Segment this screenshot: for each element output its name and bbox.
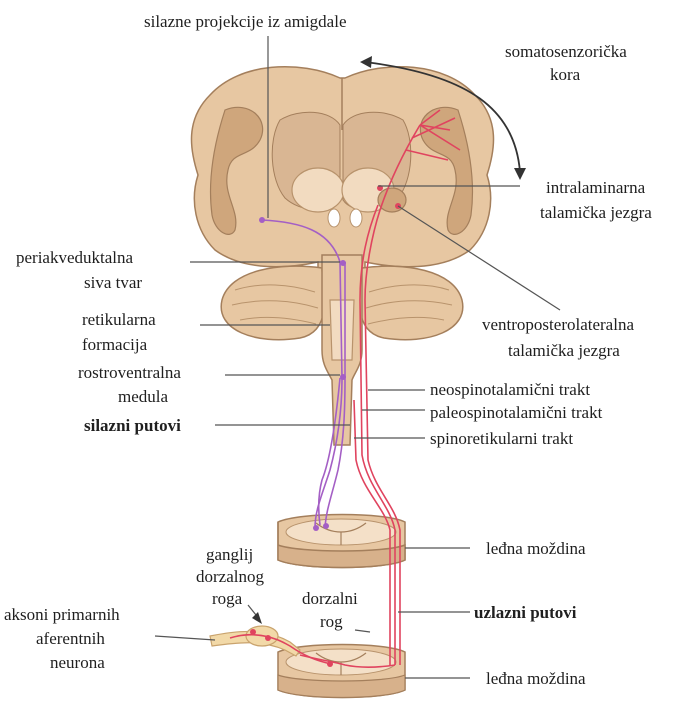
label-drg-2: dorzalnog — [196, 567, 264, 586]
label-descending-paths: silazni putovi — [84, 416, 181, 435]
label-periaqueductal-2: siva tvar — [84, 273, 142, 292]
label-ascending-paths: uzlazni putovi — [474, 603, 577, 622]
label-primary-afferent-3: neurona — [50, 653, 105, 672]
label-paleospinothalamic: paleospinotalamični trakt — [430, 403, 603, 422]
arrowhead-down — [514, 168, 526, 180]
label-primary-afferent-1: aksoni primarnih — [4, 605, 120, 624]
label-spinal-cord-lower: leđna moždina — [486, 669, 586, 688]
label-rvm-1: rostroventralna — [78, 363, 181, 382]
label-reticular-1: retikularna — [82, 310, 156, 329]
label-neospinothalamic: neospinotalamični trakt — [430, 380, 590, 399]
arrowhead-left — [360, 56, 372, 68]
label-vpl-2: talamička jezgra — [508, 341, 620, 360]
spinal-cord-upper — [278, 515, 405, 568]
label-intralaminar-2: talamička jezgra — [540, 203, 652, 222]
label-descending-amygdala: silazne projekcije iz amigdale — [144, 12, 347, 31]
label-drg-3: roga — [212, 589, 243, 608]
label-drg-1: ganglij — [206, 545, 253, 564]
label-vpl-1: ventroposterolateralna — [482, 315, 634, 334]
label-dorsal-horn-2: rog — [320, 612, 343, 631]
label-rvm-2: medula — [118, 387, 168, 406]
label-somatosensory-1: somatosenzorička — [505, 42, 627, 61]
label-somatosensory-2: kora — [550, 65, 581, 84]
label-dorsal-horn-1: dorzalni — [302, 589, 358, 608]
label-periaqueductal-1: periakveduktalna — [16, 248, 134, 267]
label-spinoreticular: spinoretikularni trakt — [430, 429, 573, 448]
label-intralaminar-1: intralaminarna — [546, 178, 646, 197]
label-reticular-2: formacija — [82, 335, 148, 354]
label-primary-afferent-2: aferentnih — [36, 629, 105, 648]
label-spinal-cord-upper: leđna moždina — [486, 539, 586, 558]
